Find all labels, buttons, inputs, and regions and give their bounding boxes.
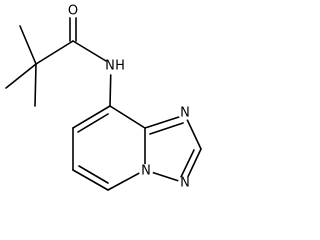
bonds xyxy=(5,15,202,191)
triazole-n1-atom: N xyxy=(180,106,190,121)
amide-hydrogen-atom: H xyxy=(115,59,125,74)
bridgehead-nitrogen-atom: N xyxy=(141,164,151,179)
bond-c2-n3-inner xyxy=(180,149,195,178)
bond-methyl-bottom xyxy=(34,63,37,107)
bond-carbonyl-nitrogen xyxy=(72,40,112,65)
bond-c8-c7-inner xyxy=(77,113,109,133)
bond-quaternary-carbonyl xyxy=(35,40,74,65)
atom-labels: O N H N N N xyxy=(66,4,192,191)
structure-diagram: O N H N N N xyxy=(5,4,202,191)
bond-c6-c5-inner xyxy=(78,165,109,184)
bond-methyl-top xyxy=(19,25,37,65)
bond-c6-c5 xyxy=(72,169,109,191)
triazole-n3-atom: N xyxy=(180,176,190,191)
bond-c5-n4 xyxy=(107,169,146,191)
bond-c8a-n1-inner xyxy=(149,122,184,135)
bond-n1-c2 xyxy=(184,114,202,150)
bond-methyl-left xyxy=(5,63,37,89)
oxygen-atom: O xyxy=(68,4,78,19)
bond-c8-c7 xyxy=(72,105,111,129)
bond-c8a-n1 xyxy=(144,114,186,129)
bond-c8-c8a xyxy=(109,105,146,129)
amide-nitrogen-atom: N xyxy=(105,59,115,74)
